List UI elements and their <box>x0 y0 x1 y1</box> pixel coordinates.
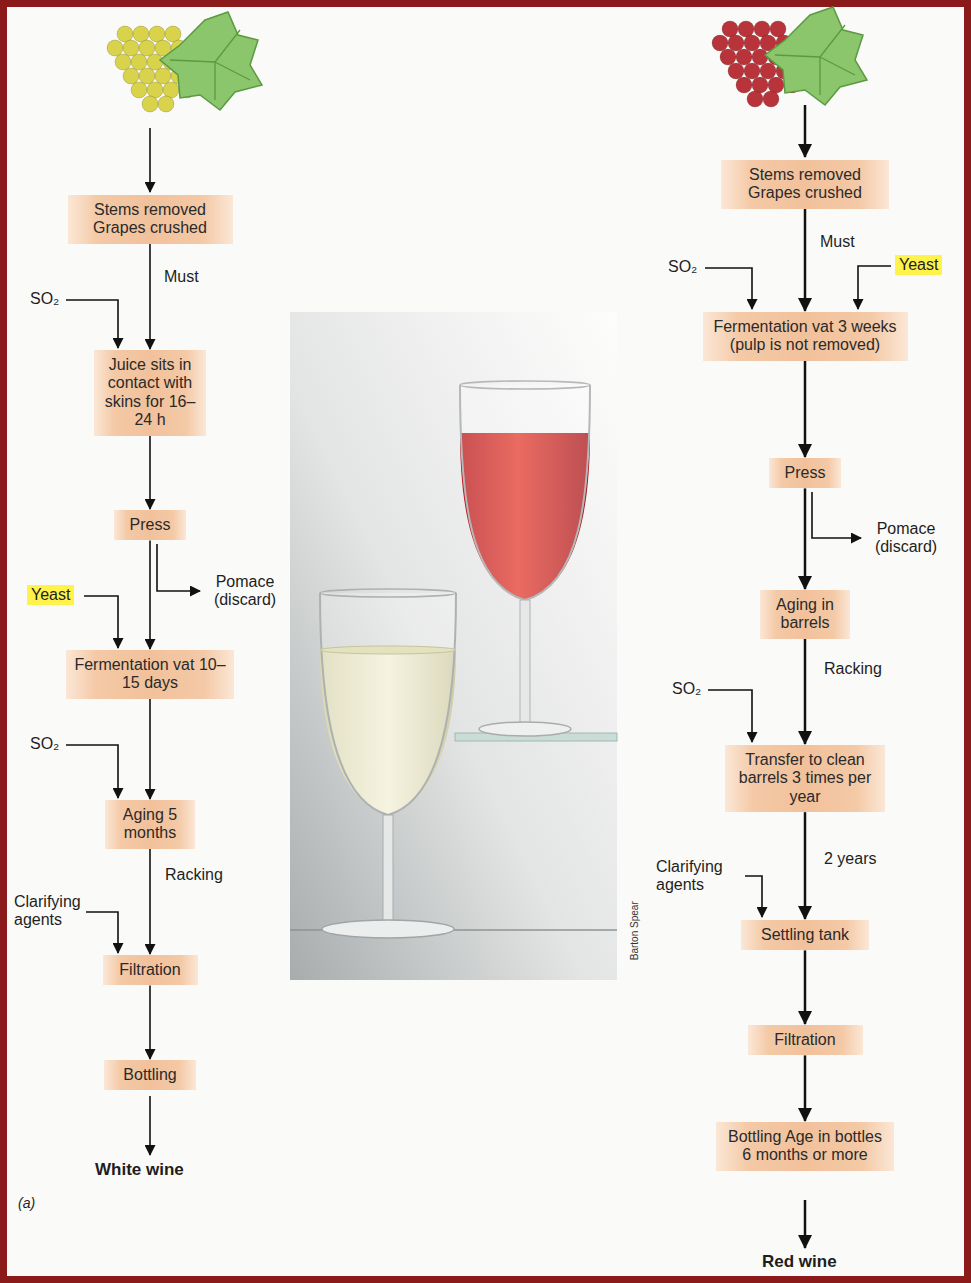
input-arrow <box>708 690 752 742</box>
flow-arrow <box>149 985 151 1059</box>
process-box: Filtration <box>748 1025 863 1055</box>
input-arrow <box>86 912 118 953</box>
flow-arrow <box>804 361 807 457</box>
flow-arrow <box>804 950 807 1024</box>
glass-stem <box>383 815 393 925</box>
wine-photo <box>290 312 617 980</box>
flow-arrow <box>149 540 151 649</box>
label-text: Yeast <box>895 255 942 275</box>
box-text: Juice sits in contact with skins for 16–… <box>102 356 198 430</box>
box-text: Fermentation vat 3 weeks (pulp is not re… <box>711 318 900 355</box>
box-text: Fermentation vat 10–15 days <box>74 656 226 693</box>
input-arrows-left <box>66 128 200 1155</box>
process-box: Fermentation vat 10–15 days <box>66 650 234 699</box>
box-text: Bottling <box>112 1066 188 1084</box>
process-box: Transfer to clean barrels 3 times per ye… <box>725 745 885 812</box>
flow-arrow <box>149 849 151 954</box>
process-box: Stems removed Grapes crushed <box>68 195 233 244</box>
edge-label: Racking <box>163 866 225 884</box>
glass-base <box>479 722 571 736</box>
flow-arrow <box>804 639 807 744</box>
box-text: Aging 5 months <box>113 806 187 843</box>
label-text: White wine <box>95 1160 184 1180</box>
process-box: Stems removed Grapes crushed <box>721 160 889 209</box>
label-text: Barton Spear <box>629 894 641 968</box>
process-box: Filtration <box>103 955 198 985</box>
flow-arrow <box>804 209 807 311</box>
output-arrow <box>149 1096 151 1155</box>
flow-arrow <box>149 436 151 509</box>
grape-leaf <box>160 12 262 110</box>
box-text: Stems removed Grapes crushed <box>76 201 225 238</box>
box-text: Filtration <box>756 1031 855 1049</box>
glass-rim <box>320 589 456 597</box>
flow-arrow <box>804 488 807 589</box>
process-box: Bottling Age in bottles 6 months or more <box>716 1122 894 1171</box>
wine-surface <box>320 646 456 654</box>
process-box: Fermentation vat 3 weeks (pulp is not re… <box>703 312 908 361</box>
glass-stem <box>520 600 530 726</box>
branch-arrow <box>157 544 200 591</box>
process-box: Aging in barrels <box>760 590 850 639</box>
box-text: Transfer to clean barrels 3 times per ye… <box>733 751 877 806</box>
box-text: Bottling Age in bottles 6 months or more <box>724 1128 886 1165</box>
label-text: SO₂ <box>668 258 697 276</box>
branch-arrow <box>812 492 861 538</box>
input-arrow <box>804 105 807 157</box>
label-text: SO₂ <box>30 290 59 308</box>
output-arrow <box>804 1200 807 1248</box>
flow-arrow <box>804 1055 807 1121</box>
process-box: Settling tank <box>741 920 869 950</box>
box-text: Stems removed Grapes crushed <box>729 166 881 203</box>
flow-arrow <box>149 699 151 799</box>
grape-leaf <box>765 7 867 105</box>
label-text: SO₂ <box>30 735 59 753</box>
box-text: Filtration <box>111 961 190 979</box>
label-text: Clarifying agents <box>656 858 740 895</box>
process-box: Press <box>769 458 841 488</box>
flow-arrow <box>804 812 807 919</box>
input-arrows-right <box>705 105 891 1248</box>
edge-label: Racking <box>822 660 884 678</box>
red-grapes-group <box>712 7 867 107</box>
red-glass-bowl <box>460 385 590 600</box>
input-arrow <box>66 300 118 348</box>
label-text: Clarifying agents <box>14 893 86 930</box>
process-box: Aging 5 months <box>105 800 195 849</box>
process-box: Bottling <box>104 1060 196 1090</box>
label-text: Yeast <box>27 585 74 605</box>
input-arrow <box>66 745 118 798</box>
edge-label: 2 years <box>822 850 878 868</box>
process-box: Press <box>114 510 186 540</box>
edge-label: Must <box>162 268 201 286</box>
photo-background <box>290 312 617 980</box>
input-arrow <box>149 128 151 192</box>
flow-arrow <box>149 244 151 349</box>
box-text: Settling tank <box>749 926 861 944</box>
label-text: Pomace (discard) <box>203 573 287 610</box>
glass-base <box>322 920 454 938</box>
label-text: (a) <box>18 1195 35 1211</box>
input-arrow <box>84 596 118 648</box>
glass-rim <box>460 381 590 389</box>
label-text: SO₂ <box>672 680 701 698</box>
input-arrow <box>745 876 762 917</box>
label-text: Pomace (discard) <box>864 520 948 557</box>
box-text: Press <box>777 464 833 482</box>
white-glass-bowl <box>320 593 456 815</box>
box-text: Press <box>122 516 178 534</box>
box-text: Aging in barrels <box>768 596 842 633</box>
edge-label: Must <box>818 233 857 251</box>
label-text: Red wine <box>762 1252 837 1272</box>
input-arrow <box>858 266 891 309</box>
input-arrow <box>705 268 752 309</box>
process-box: Juice sits in contact with skins for 16–… <box>94 350 206 436</box>
